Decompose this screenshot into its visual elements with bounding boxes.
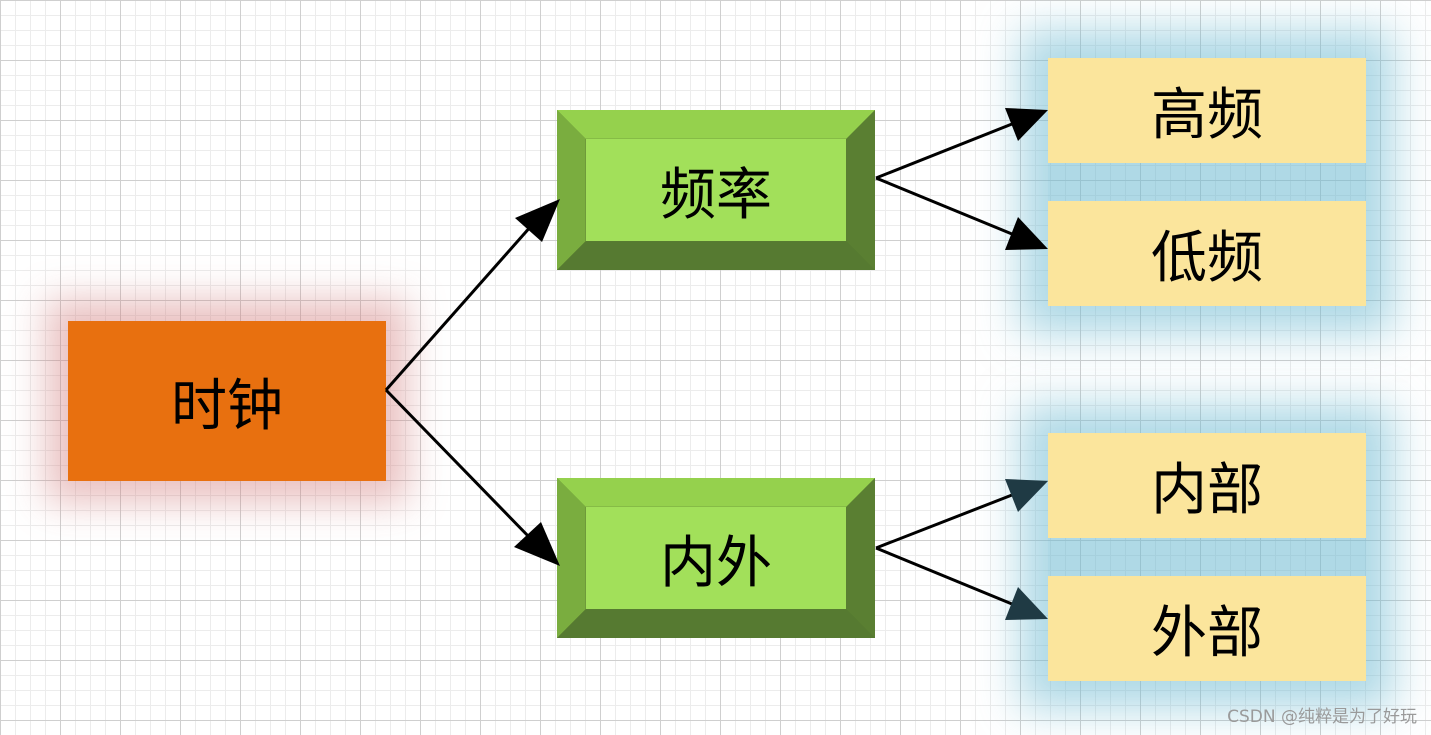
leaf-node-external[interactable]: 外部 [1048, 576, 1366, 681]
arrowhead-high-frequency [1005, 108, 1048, 141]
arrowhead-frequency [515, 199, 560, 242]
bevel-top [557, 110, 875, 139]
bevel-face [585, 506, 847, 610]
edge-root-to-inner-outer [384, 388, 534, 542]
bevel-right [846, 110, 875, 270]
leaf-node-internal-label: 内部 [1151, 458, 1263, 523]
arrowhead-external [1005, 587, 1048, 620]
watermark-text: CSDN @纯粹是为了好玩 [1227, 707, 1417, 727]
bevel-top [557, 478, 875, 507]
edge-inner-outer-to-external [875, 546, 1013, 606]
bevel-bottom [557, 609, 875, 638]
arrowhead-inner-outer [514, 522, 560, 566]
arrowhead-low-frequency [1005, 217, 1048, 250]
arrowhead-internal [1005, 479, 1048, 512]
leaf-node-low-frequency[interactable]: 低频 [1048, 201, 1366, 306]
bevel-right [846, 478, 875, 638]
middle-node-frequency[interactable]: 频率 [557, 110, 875, 270]
bevel-face [585, 138, 847, 242]
middle-node-inner-outer-label: 内外 [660, 530, 772, 596]
middle-node-inner-outer[interactable]: 内外 [557, 478, 875, 638]
bevel-bottom [557, 241, 875, 270]
edge-frequency-to-low [875, 176, 1013, 236]
bevel-left [557, 110, 586, 270]
leaf-node-high-frequency-label: 高频 [1151, 83, 1263, 148]
leaf-node-external-label: 外部 [1151, 601, 1263, 666]
leaf-node-high-frequency[interactable]: 高频 [1048, 58, 1366, 163]
middle-node-frequency-label: 频率 [660, 162, 772, 228]
bevel-left [557, 478, 586, 638]
leaf-node-low-frequency-label: 低频 [1151, 226, 1263, 291]
edge-root-to-frequency [384, 224, 534, 391]
root-node-clock[interactable]: 时钟 [68, 321, 386, 481]
edge-inner-outer-to-internal [875, 493, 1013, 550]
leaf-node-internal[interactable]: 内部 [1048, 433, 1366, 538]
root-node-label: 时钟 [171, 373, 283, 439]
edge-frequency-to-high [875, 122, 1013, 180]
